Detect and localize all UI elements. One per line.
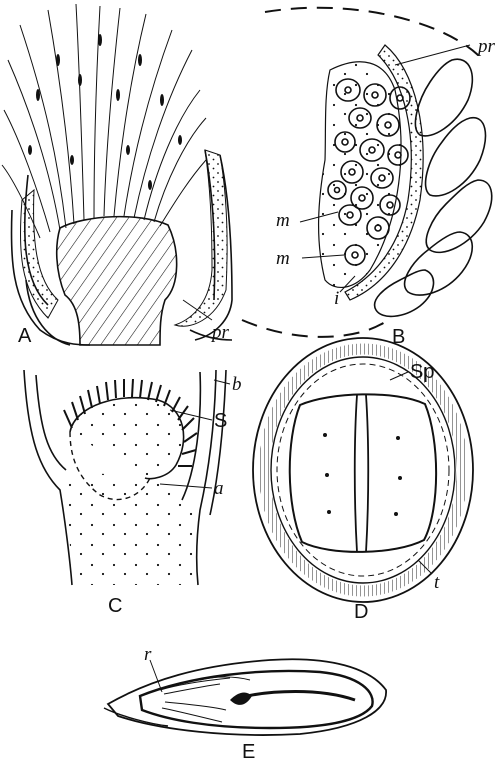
panel-a: pr A — [2, 4, 232, 347]
panel-d-inner-ring — [271, 357, 455, 583]
panel-d-sp-label: Sp — [410, 361, 434, 383]
panel-d-label: D — [354, 601, 368, 623]
panel-d-cotyledon-split-right — [366, 395, 368, 552]
panel-e-inner-outline — [140, 671, 373, 728]
panel-b-pr-leader — [395, 45, 470, 65]
panel-b-i-label: i — [334, 288, 339, 309]
panel-c-a-label: a — [214, 478, 224, 499]
panel-e-label: E — [242, 741, 255, 763]
panel-d: Sp t D — [253, 338, 473, 623]
panel-a-pr-label: pr — [210, 322, 230, 343]
panel-b-m2-label: m — [276, 248, 290, 269]
panel-e-r-label: r — [144, 644, 152, 665]
panel-d-radial-band — [264, 349, 462, 591]
panel-a-right-wall-dotted — [175, 150, 227, 326]
panel-c: S b a C — [24, 370, 242, 617]
panel-e: r E — [104, 644, 386, 763]
panel-e-axis — [238, 692, 355, 701]
panel-b-m1-label: m — [276, 210, 290, 231]
panel-e-r-leader — [150, 660, 162, 692]
panel-c-b-label: b — [232, 374, 242, 395]
panel-d-outer-ring — [253, 338, 473, 602]
panel-d-membrane — [277, 364, 449, 576]
panel-c-s-label: S — [214, 410, 227, 432]
panel-b: pr m m i B — [242, 8, 496, 348]
panel-b-dashed-top — [265, 8, 478, 55]
panel-b-pr-label: pr — [476, 36, 496, 57]
panel-d-dots — [323, 433, 402, 516]
panel-b-dashed-bottom — [242, 320, 388, 337]
panel-e-embryo-tip — [230, 693, 252, 705]
panel-c-body — [70, 398, 184, 479]
panel-c-stalk — [68, 474, 198, 585]
panel-c-label: C — [108, 595, 122, 617]
panel-a-fiber-nuclei — [28, 34, 182, 190]
panel-d-cotyledon-split-left — [355, 395, 357, 552]
panel-a-left-wall-dotted — [20, 190, 58, 318]
panel-a-label: A — [18, 325, 32, 347]
panel-c-left-wall — [24, 370, 72, 585]
panel-a-hatched-base — [57, 217, 177, 345]
panel-c-left-wall-inner — [36, 375, 66, 470]
panel-d-embryo — [290, 394, 436, 552]
panel-d-t-label: t — [434, 572, 440, 593]
